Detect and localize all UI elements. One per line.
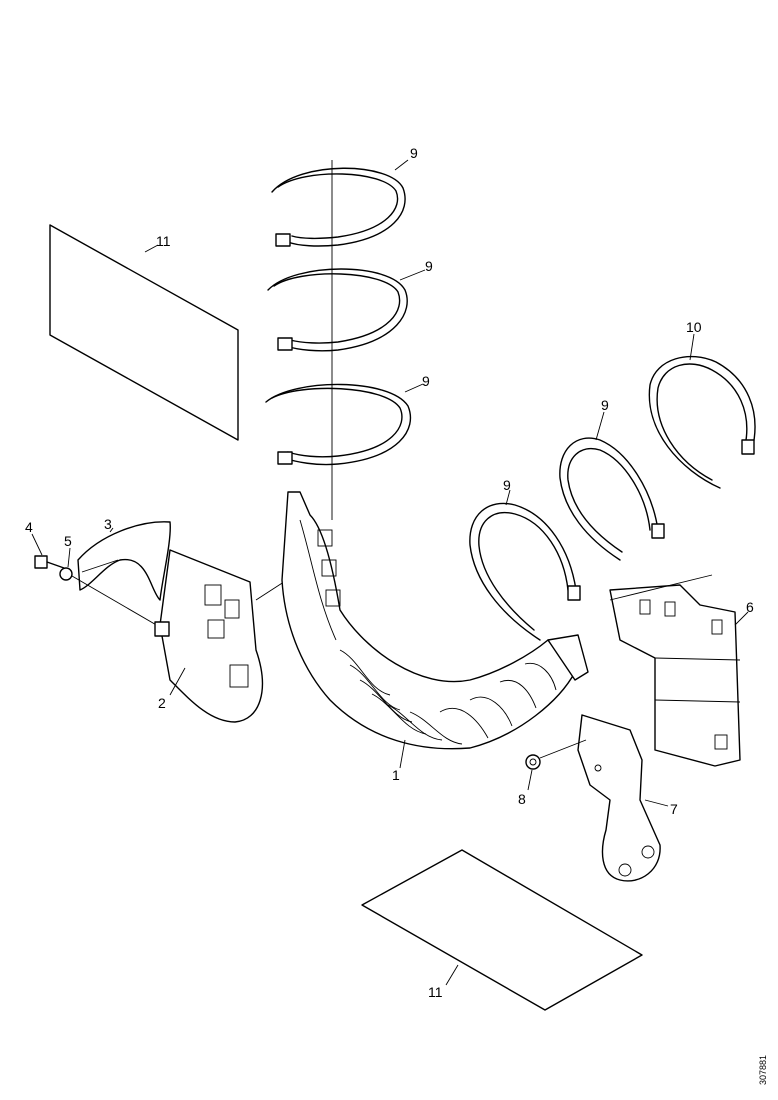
callout-bracket-7: 7 (670, 801, 678, 817)
callout-nut: 8 (518, 791, 526, 807)
cover-sheet-upper (49, 224, 239, 441)
callout-deflector: 2 (158, 695, 166, 711)
bracket-7 (539, 714, 661, 882)
callout-clamp-right-lower: 9 (503, 477, 511, 493)
callout-washer: 5 (64, 533, 72, 549)
clamp-ring-top (271, 167, 406, 247)
clamp-ring-right-lower (469, 502, 581, 641)
nut-8 (525, 754, 541, 770)
bolt-4 (34, 555, 65, 569)
clamp-ring-lower (265, 383, 412, 466)
callout-sheet-lower: 11 (428, 984, 443, 1000)
callout-clamp-10: 10 (686, 319, 702, 335)
callout-hose: 1 (392, 767, 400, 783)
leader-lines (31, 159, 749, 986)
clamp-ring-10 (648, 355, 756, 489)
clamp-ring-right-middle (559, 437, 665, 561)
callout-sheet-upper: 11 (156, 233, 171, 249)
figure-id: 307881 (758, 1055, 768, 1085)
callout-bracket-6: 6 (746, 599, 754, 615)
callout-clamp-lower: 9 (422, 373, 430, 389)
clamp-ring-middle (267, 268, 408, 352)
bracket-6 (609, 574, 741, 767)
washer-5 (59, 567, 166, 631)
callout-clamp-right-middle: 9 (601, 397, 609, 413)
cover-sheet-lower (361, 849, 643, 1011)
callout-clamp-top: 9 (410, 145, 418, 161)
bracket-3 (77, 521, 171, 601)
callout-bolt: 4 (25, 519, 33, 535)
callout-bracket-3: 3 (104, 516, 112, 532)
callout-clamp-middle: 9 (425, 258, 433, 274)
deflector-plate-2 (154, 549, 291, 723)
corrugated-hose-1 (281, 491, 589, 750)
